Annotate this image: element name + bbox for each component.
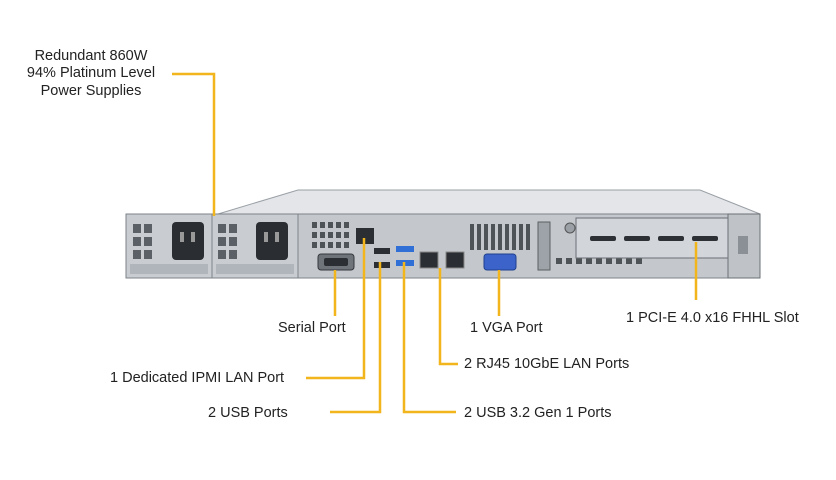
vent-grid-left bbox=[312, 222, 349, 248]
leader-lines bbox=[172, 72, 698, 414]
usb-port-icon bbox=[374, 262, 390, 268]
usb-port-icon bbox=[374, 248, 390, 254]
power-inlet-2-icon bbox=[256, 222, 288, 260]
ipmi-lan-port-icon bbox=[356, 228, 374, 244]
vent-grid-middle bbox=[470, 224, 530, 250]
leader-lan bbox=[438, 268, 458, 366]
leader-usb3 bbox=[402, 262, 456, 414]
usb3-ports-label: 2 USB 3.2 Gen 1 Ports bbox=[464, 405, 612, 421]
psu-label-line-1: Redundant 860W bbox=[34, 48, 148, 64]
lan-port-1-icon bbox=[419, 251, 439, 269]
usb3-port-icon bbox=[396, 246, 414, 252]
chassis-top bbox=[217, 189, 761, 215]
leader-ipmi bbox=[306, 238, 366, 380]
lan-port-2-icon bbox=[445, 251, 465, 269]
power-inlet-1-icon bbox=[172, 222, 204, 260]
screw-icon bbox=[564, 222, 576, 234]
psu-vents-2 bbox=[218, 224, 237, 259]
psu-label-line-2: 94% Platinum Level bbox=[26, 65, 156, 82]
psu-label-line-3: Power Supplies bbox=[40, 82, 142, 99]
psu-label: Redundant 860W 94% Platinum Level Power … bbox=[18, 48, 164, 100]
leader-usb2 bbox=[330, 262, 382, 414]
psu-vents-1 bbox=[133, 224, 152, 259]
pcie-slot-label: 1 PCI-E 4.0 x16 FHHL Slot bbox=[626, 310, 799, 326]
leader-psu bbox=[172, 72, 216, 216]
vga-port-label: 1 VGA Port bbox=[470, 320, 543, 336]
ipmi-lan-label: 1 Dedicated IPMI LAN Port bbox=[110, 370, 285, 386]
usb-ports-label: 2 USB Ports bbox=[208, 405, 288, 421]
lan-ports-label: 2 RJ45 10GbE LAN Ports bbox=[464, 356, 630, 372]
serial-port-label: Serial Port bbox=[278, 320, 346, 336]
vga-port-icon bbox=[483, 253, 517, 271]
vent-grid-right bbox=[556, 258, 642, 264]
